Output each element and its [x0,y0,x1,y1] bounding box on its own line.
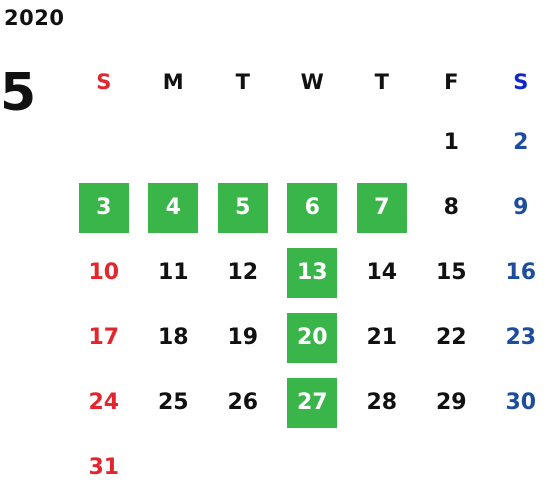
day-number [148,443,198,493]
day-number: 29 [435,390,467,415]
day-number: 5 [217,182,268,233]
weekday-saturday: S [513,70,529,94]
day-number: 20 [287,312,338,363]
day-cell: 21 [347,305,417,370]
day-cell-highlighted: 5 [208,175,278,240]
day-number: 12 [227,260,259,285]
day-cell: 10 [69,240,139,305]
day-cell: 24 [69,370,139,435]
weekday-friday: F [444,70,459,94]
day-cell: 22 [417,305,487,370]
weekday-tuesday: T [235,70,250,94]
day-number: 30 [505,390,537,415]
day-cell [347,110,417,175]
day-cell [278,435,348,500]
day-number [287,443,337,493]
day-cell: 31 [69,435,139,500]
weekday-thursday: T [374,70,389,94]
day-cell [139,110,209,175]
day-cell-highlighted: 3 [69,175,139,240]
day-number [426,443,476,493]
day-number: 10 [88,260,120,285]
month-label: 5 [0,63,37,123]
day-cell [347,435,417,500]
day-number [287,118,337,168]
day-cell: 11 [139,240,209,305]
day-number [218,443,268,493]
day-number: 17 [88,325,120,350]
day-cell: 1 [417,110,487,175]
day-number: 18 [157,325,189,350]
day-cell: 17 [69,305,139,370]
day-number: 9 [513,195,529,220]
day-number: 11 [157,260,189,285]
day-cell: 12 [208,240,278,305]
day-number: 8 [443,195,459,220]
year-label: 2020 [4,6,65,30]
day-cell [208,435,278,500]
day-cell: 19 [208,305,278,370]
day-cell: 16 [486,240,548,305]
day-number: 6 [287,182,338,233]
calendar-grid: S M T W T F S 1 2 3 4 5 6 7 8 9 10 11 12… [69,54,548,500]
day-cell: 26 [208,370,278,435]
weekday-sunday: S [96,70,112,94]
day-cell-highlighted: 13 [278,240,348,305]
day-cell [139,435,209,500]
day-cell: 25 [139,370,209,435]
day-cell: 8 [417,175,487,240]
day-cell: 18 [139,305,209,370]
weekday-monday: M [162,70,184,94]
day-number [357,118,407,168]
day-number: 28 [366,390,398,415]
day-number: 3 [78,182,129,233]
day-number: 21 [366,325,398,350]
day-number: 26 [227,390,259,415]
day-number: 24 [88,390,120,415]
day-number: 13 [287,247,338,298]
day-cell [278,110,348,175]
day-number: 16 [505,260,537,285]
day-number [496,443,546,493]
day-cell [208,110,278,175]
day-number: 4 [148,182,199,233]
day-cell [69,110,139,175]
day-cell: 15 [417,240,487,305]
day-cell-highlighted: 7 [347,175,417,240]
day-cell: 28 [347,370,417,435]
day-cell [486,435,548,500]
day-number: 27 [287,377,338,428]
day-number: 23 [505,325,537,350]
day-cell: 29 [417,370,487,435]
day-number: 22 [435,325,467,350]
day-cell [417,435,487,500]
day-number [218,118,268,168]
day-cell-highlighted: 6 [278,175,348,240]
day-cell-highlighted: 4 [139,175,209,240]
day-number: 14 [366,260,398,285]
day-number: 1 [443,130,459,155]
day-number: 19 [227,325,259,350]
day-cell-highlighted: 20 [278,305,348,370]
day-cell: 23 [486,305,548,370]
day-number: 2 [513,130,529,155]
weekday-wednesday: W [300,70,324,94]
day-cell: 30 [486,370,548,435]
day-cell: 9 [486,175,548,240]
day-number: 7 [356,182,407,233]
day-number: 25 [157,390,189,415]
day-number [357,443,407,493]
day-number: 31 [88,455,120,480]
day-cell: 14 [347,240,417,305]
day-number: 15 [435,260,467,285]
day-cell: 2 [486,110,548,175]
day-number [79,118,129,168]
day-number [148,118,198,168]
day-cell-highlighted: 27 [278,370,348,435]
